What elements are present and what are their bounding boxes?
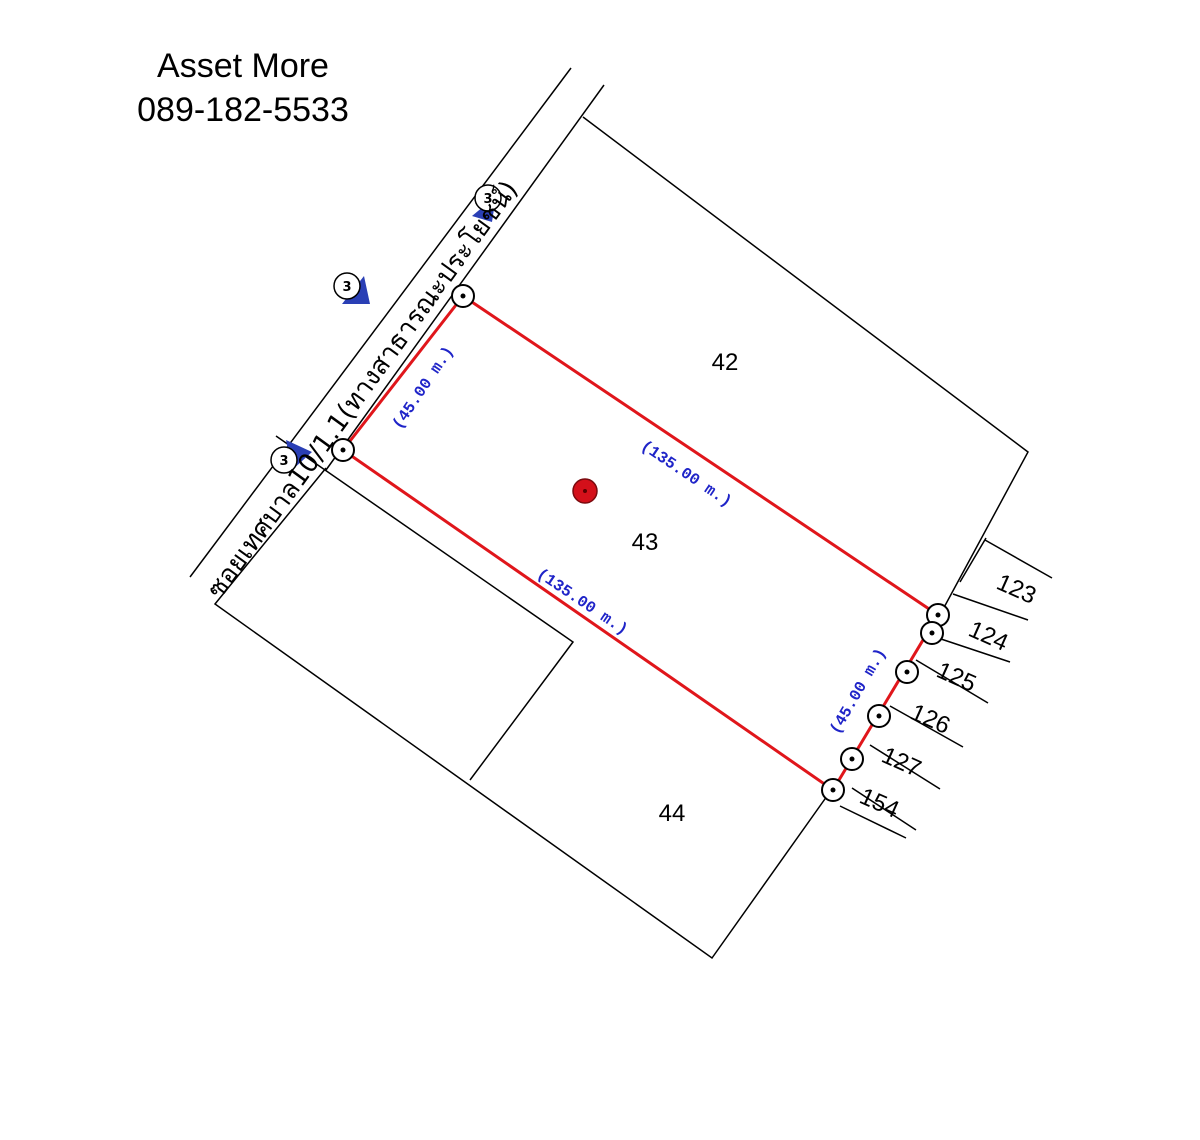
- dimension-north-side: (135.00 m.): [637, 437, 735, 511]
- parcel-44-outline: [213, 467, 838, 960]
- parcel-42-outline: [582, 116, 1029, 614]
- rear-lot-number: 124: [965, 616, 1013, 657]
- road-name: ซอยเทศบาล10/1.1(ทางสาธารณะประโยชน์): [201, 175, 525, 604]
- svg-text:3: 3: [342, 280, 351, 295]
- rear-lot-number: 123: [993, 569, 1041, 610]
- company-name: Asset More: [157, 47, 329, 85]
- pin-rear-1: [926, 603, 950, 627]
- rear-lot-number: 127: [878, 742, 926, 783]
- direction-marker-2: 3: [333, 272, 370, 304]
- rear-lot-number: 125: [933, 657, 981, 698]
- direction-marker-3: 3: [270, 440, 312, 474]
- rear-lot-number: 126: [907, 699, 955, 740]
- pin-rear-4: [867, 704, 891, 728]
- pin-rear-5: [840, 747, 864, 771]
- parcel-number-subject: 43: [632, 529, 659, 556]
- road-edge-right: [325, 84, 605, 471]
- pin-rear-3: [895, 660, 919, 684]
- parcel-number-north: 42: [712, 349, 739, 376]
- header: Asset More 089-182-5533: [118, 44, 368, 132]
- svg-text:3: 3: [483, 192, 492, 207]
- dimension-south-side: (135.00 m.): [533, 565, 631, 639]
- svg-text:3: 3: [279, 454, 288, 469]
- road-edge-left: [189, 67, 572, 578]
- pin-rear-2: [920, 621, 944, 645]
- pin-rear-6: [821, 778, 845, 802]
- pin-front-south: [331, 438, 355, 462]
- rear-lot-lines: [839, 537, 1053, 839]
- pin-front-north: [451, 284, 475, 308]
- neighbour-parcel-outline: [275, 435, 575, 781]
- parcel-number-south: 44: [659, 800, 686, 827]
- phone-number: 089-182-5533: [137, 91, 349, 129]
- location-pin[interactable]: [572, 478, 598, 504]
- direction-marker-1: 3: [472, 184, 502, 222]
- boundary-pins: [331, 284, 950, 802]
